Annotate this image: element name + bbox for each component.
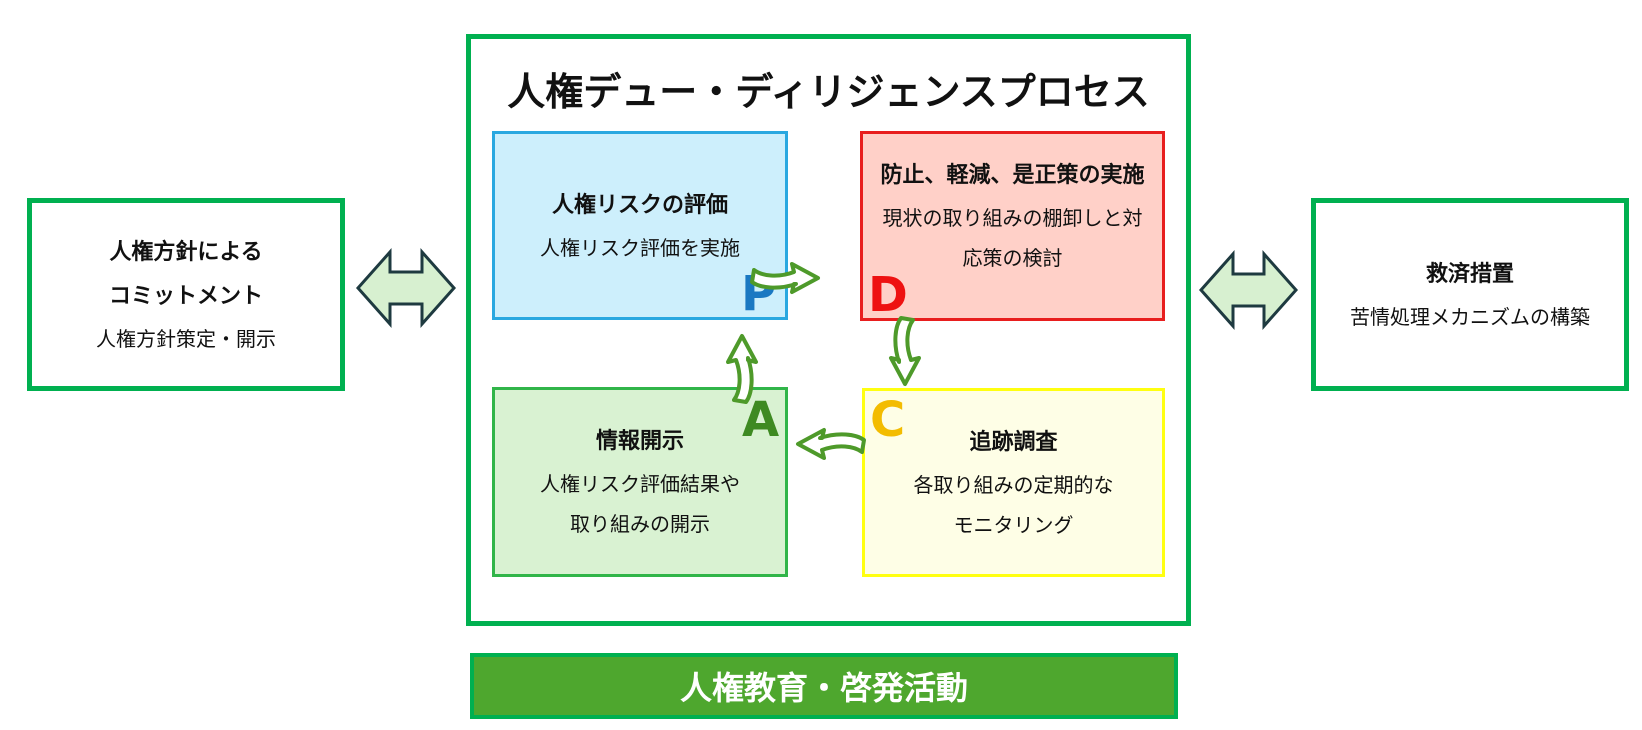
do-to-check-arrow-icon [889, 316, 921, 386]
plan-description: 人権リスク評価を実施 [540, 235, 740, 260]
plan-to-do-arrow-icon [750, 262, 820, 294]
do-box: 防止、軽減、是正策の実施 現状の取り組みの棚卸しと対 応策の検討 [860, 131, 1165, 321]
check-box: 追跡調査 各取り組みの定期的な モニタリング [862, 388, 1165, 577]
check-description-line2: モニタリング [953, 512, 1074, 537]
do-description-line1: 現状の取り組みの棚卸しと対 [882, 206, 1143, 230]
act-description-line1: 人権リスク評価結果や [540, 472, 740, 496]
do-title: 防止、軽減、是正策の実施 [880, 163, 1145, 188]
remedy-box: 救済措置 苦情処理メカニズムの構築 [1311, 198, 1629, 391]
education-banner: 人権教育・啓発活動 [470, 653, 1178, 719]
commitment-box: 人権方針による コミットメント 人権方針策定・開示 [27, 198, 345, 391]
check-title: 追跡調査 [969, 429, 1058, 455]
act-letter: A [742, 392, 780, 448]
commitment-title-line1: 人権方針による [109, 239, 263, 265]
plan-title: 人権リスクの評価 [551, 192, 728, 218]
plan-box: 人権リスクの評価 人権リスク評価を実施 [492, 131, 788, 320]
act-description-line2: 取り組みの開示 [570, 512, 710, 536]
commitment-subtitle: 人権方針策定・開示 [96, 326, 276, 351]
do-letter: D [868, 267, 908, 323]
act-to-plan-arrow-icon [726, 334, 758, 404]
left-double-arrow-icon [355, 248, 457, 328]
right-double-arrow-icon [1198, 250, 1299, 330]
due-diligence-title: 人権デュー・ディリジェンスプロセス [507, 70, 1150, 114]
remedy-subtitle: 苦情処理メカニズムの構築 [1350, 304, 1590, 329]
remedy-title: 救済措置 [1425, 261, 1514, 287]
check-description-line1: 各取り組みの定期的な [913, 472, 1114, 497]
check-letter: C [870, 392, 906, 448]
act-box: 情報開示 人権リスク評価結果や 取り組みの開示 [492, 387, 788, 577]
do-description-line2: 応策の検討 [962, 246, 1063, 270]
check-to-act-arrow-icon [796, 428, 866, 460]
act-title: 情報開示 [595, 429, 684, 454]
due-diligence-frame [466, 34, 1191, 626]
commitment-title-line2: コミットメント [108, 283, 263, 309]
